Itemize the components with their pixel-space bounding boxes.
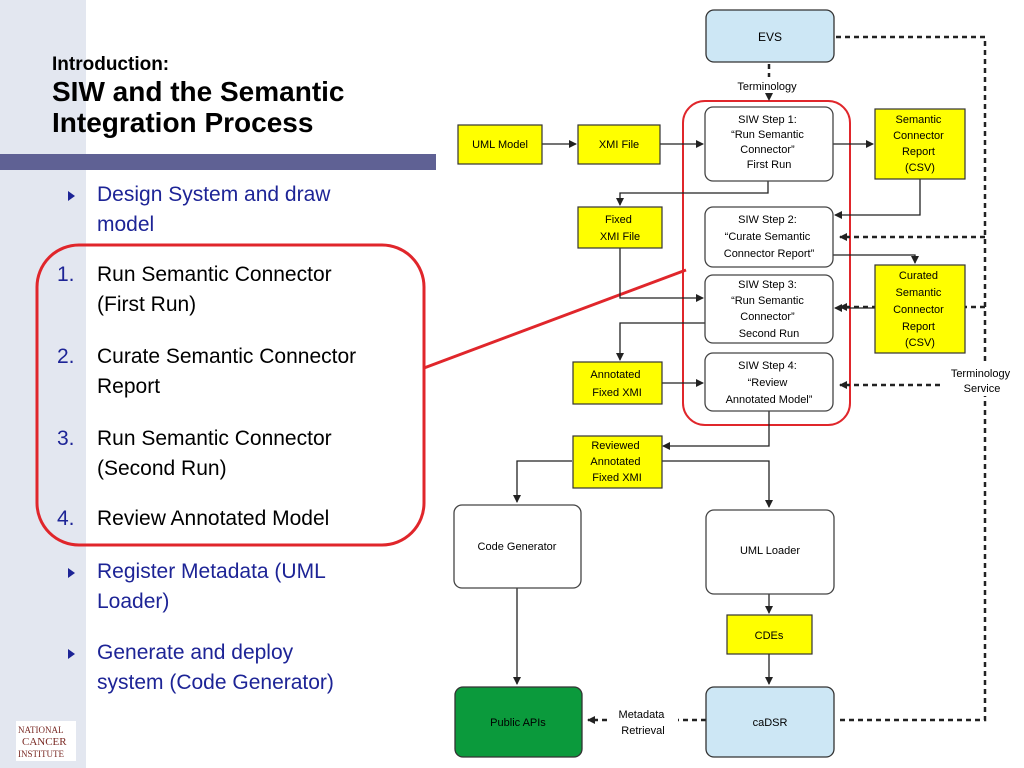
siw-step-4-text: SIW Step 4: “Review Annotated Model” <box>726 360 813 406</box>
title-line-1: SIW and the Semantic <box>52 76 345 107</box>
code-generator-label: Code Generator <box>478 541 557 553</box>
xmi-file-label: XMI File <box>599 139 639 151</box>
public-apis-box <box>454 686 583 758</box>
sc-report-text: Semantic Connector Report (CSV) <box>893 114 947 174</box>
curated-report-box <box>874 264 966 354</box>
uml-model-label: UML Model <box>472 139 528 151</box>
annotated-fixed-xmi-text: Annotated Fixed XMI <box>590 369 643 399</box>
bullet-arrow-icon <box>68 568 75 578</box>
cdes-box <box>726 614 813 655</box>
siw-step-3-text: SIW Step 3: “Run Semantic Connector” Sec… <box>731 279 807 340</box>
siw-step-4-box <box>704 352 834 412</box>
fixed-xmi-text: Fixed XMI File <box>600 214 640 243</box>
terminology-service-label: Terminology Service <box>951 368 1013 395</box>
metadata-retrieval-label: Metadata Retrieval <box>619 709 668 737</box>
code-generator-box <box>453 504 582 589</box>
fixed-xmi-box <box>577 206 663 249</box>
siw-steps-highlight <box>682 100 851 426</box>
curated-report-text: Curated Semantic Connector Report (CSV) <box>893 270 947 349</box>
siw-step-2-text: SIW Step 2: “Curate Semantic Connector R… <box>724 214 815 260</box>
xmi-file-box <box>577 124 661 165</box>
siw-step-1-text: SIW Step 1: “Run Semantic Connector” Fir… <box>731 114 807 171</box>
uml-loader-label: UML Loader <box>740 545 800 557</box>
cadsr-box <box>705 686 835 758</box>
bullet-arrow-icon <box>68 649 75 659</box>
slide-title: Introduction: SIW and the Semantic Integ… <box>52 54 432 138</box>
annotated-fixed-xmi-box <box>572 361 663 405</box>
cdes-label: CDEs <box>755 630 784 642</box>
siw-step-1-box <box>704 106 834 182</box>
uml-loader-box <box>705 509 835 595</box>
logo-text-3: INSTITUTE <box>18 749 64 759</box>
title-divider-bar <box>0 154 436 170</box>
logo-text-1: NATIONAL <box>18 725 64 735</box>
uml-model-box <box>457 124 543 165</box>
terminology-label: Terminology <box>737 81 797 93</box>
evs-box <box>705 9 835 63</box>
public-apis-label: Public APIs <box>490 717 546 729</box>
reviewed-xmi-box <box>572 435 663 489</box>
sc-report-box <box>874 108 966 180</box>
highlight-connector-line <box>423 268 687 370</box>
logo-text-2: CANCER <box>22 736 67 748</box>
siw-step-2-box <box>704 206 834 268</box>
reviewed-xmi-text: Reviewed Annotated Fixed XMI <box>590 440 643 484</box>
cadsr-label: caDSR <box>753 717 788 729</box>
title-prefix: Introduction: <box>52 54 170 75</box>
bullet-arrow-icon <box>68 191 75 201</box>
siw-step-3-box <box>704 274 834 344</box>
left-sidebar-strip <box>0 0 86 768</box>
evs-label: EVS <box>758 30 782 44</box>
steps-highlight-outline <box>35 243 426 547</box>
title-line-2: Integration Process <box>52 107 314 138</box>
nci-logo: NATIONAL CANCER INSTITUTE <box>16 721 76 761</box>
